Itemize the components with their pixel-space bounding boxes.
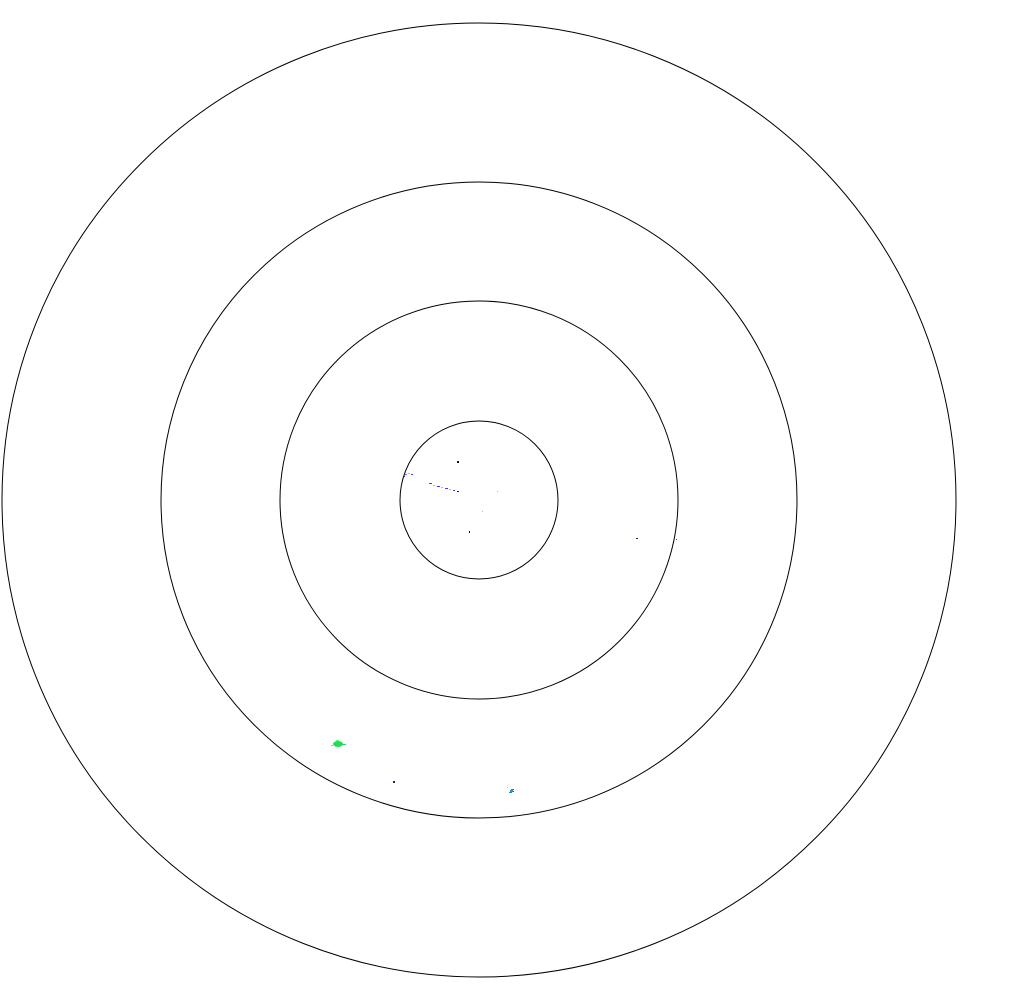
- echo-dot: [393, 781, 395, 783]
- echo-dot: [469, 531, 470, 533]
- range-rings: [1, 22, 957, 978]
- echo-streak-blue: [404, 473, 459, 492]
- echo-returns: [331, 461, 677, 793]
- echo-cell-teal: [507, 787, 514, 793]
- echo-cell-green: [331, 740, 346, 747]
- range-ring-second: [279, 300, 679, 700]
- range-ring-inner: [399, 420, 559, 580]
- echo-dot: [457, 461, 459, 463]
- echo-dot: [497, 491, 498, 492]
- range-ring-outer: [1, 22, 957, 978]
- range-ring-third: [160, 181, 798, 819]
- echo-dot: [676, 539, 677, 540]
- echo-dot: [482, 511, 483, 512]
- echo-dot: [636, 538, 638, 539]
